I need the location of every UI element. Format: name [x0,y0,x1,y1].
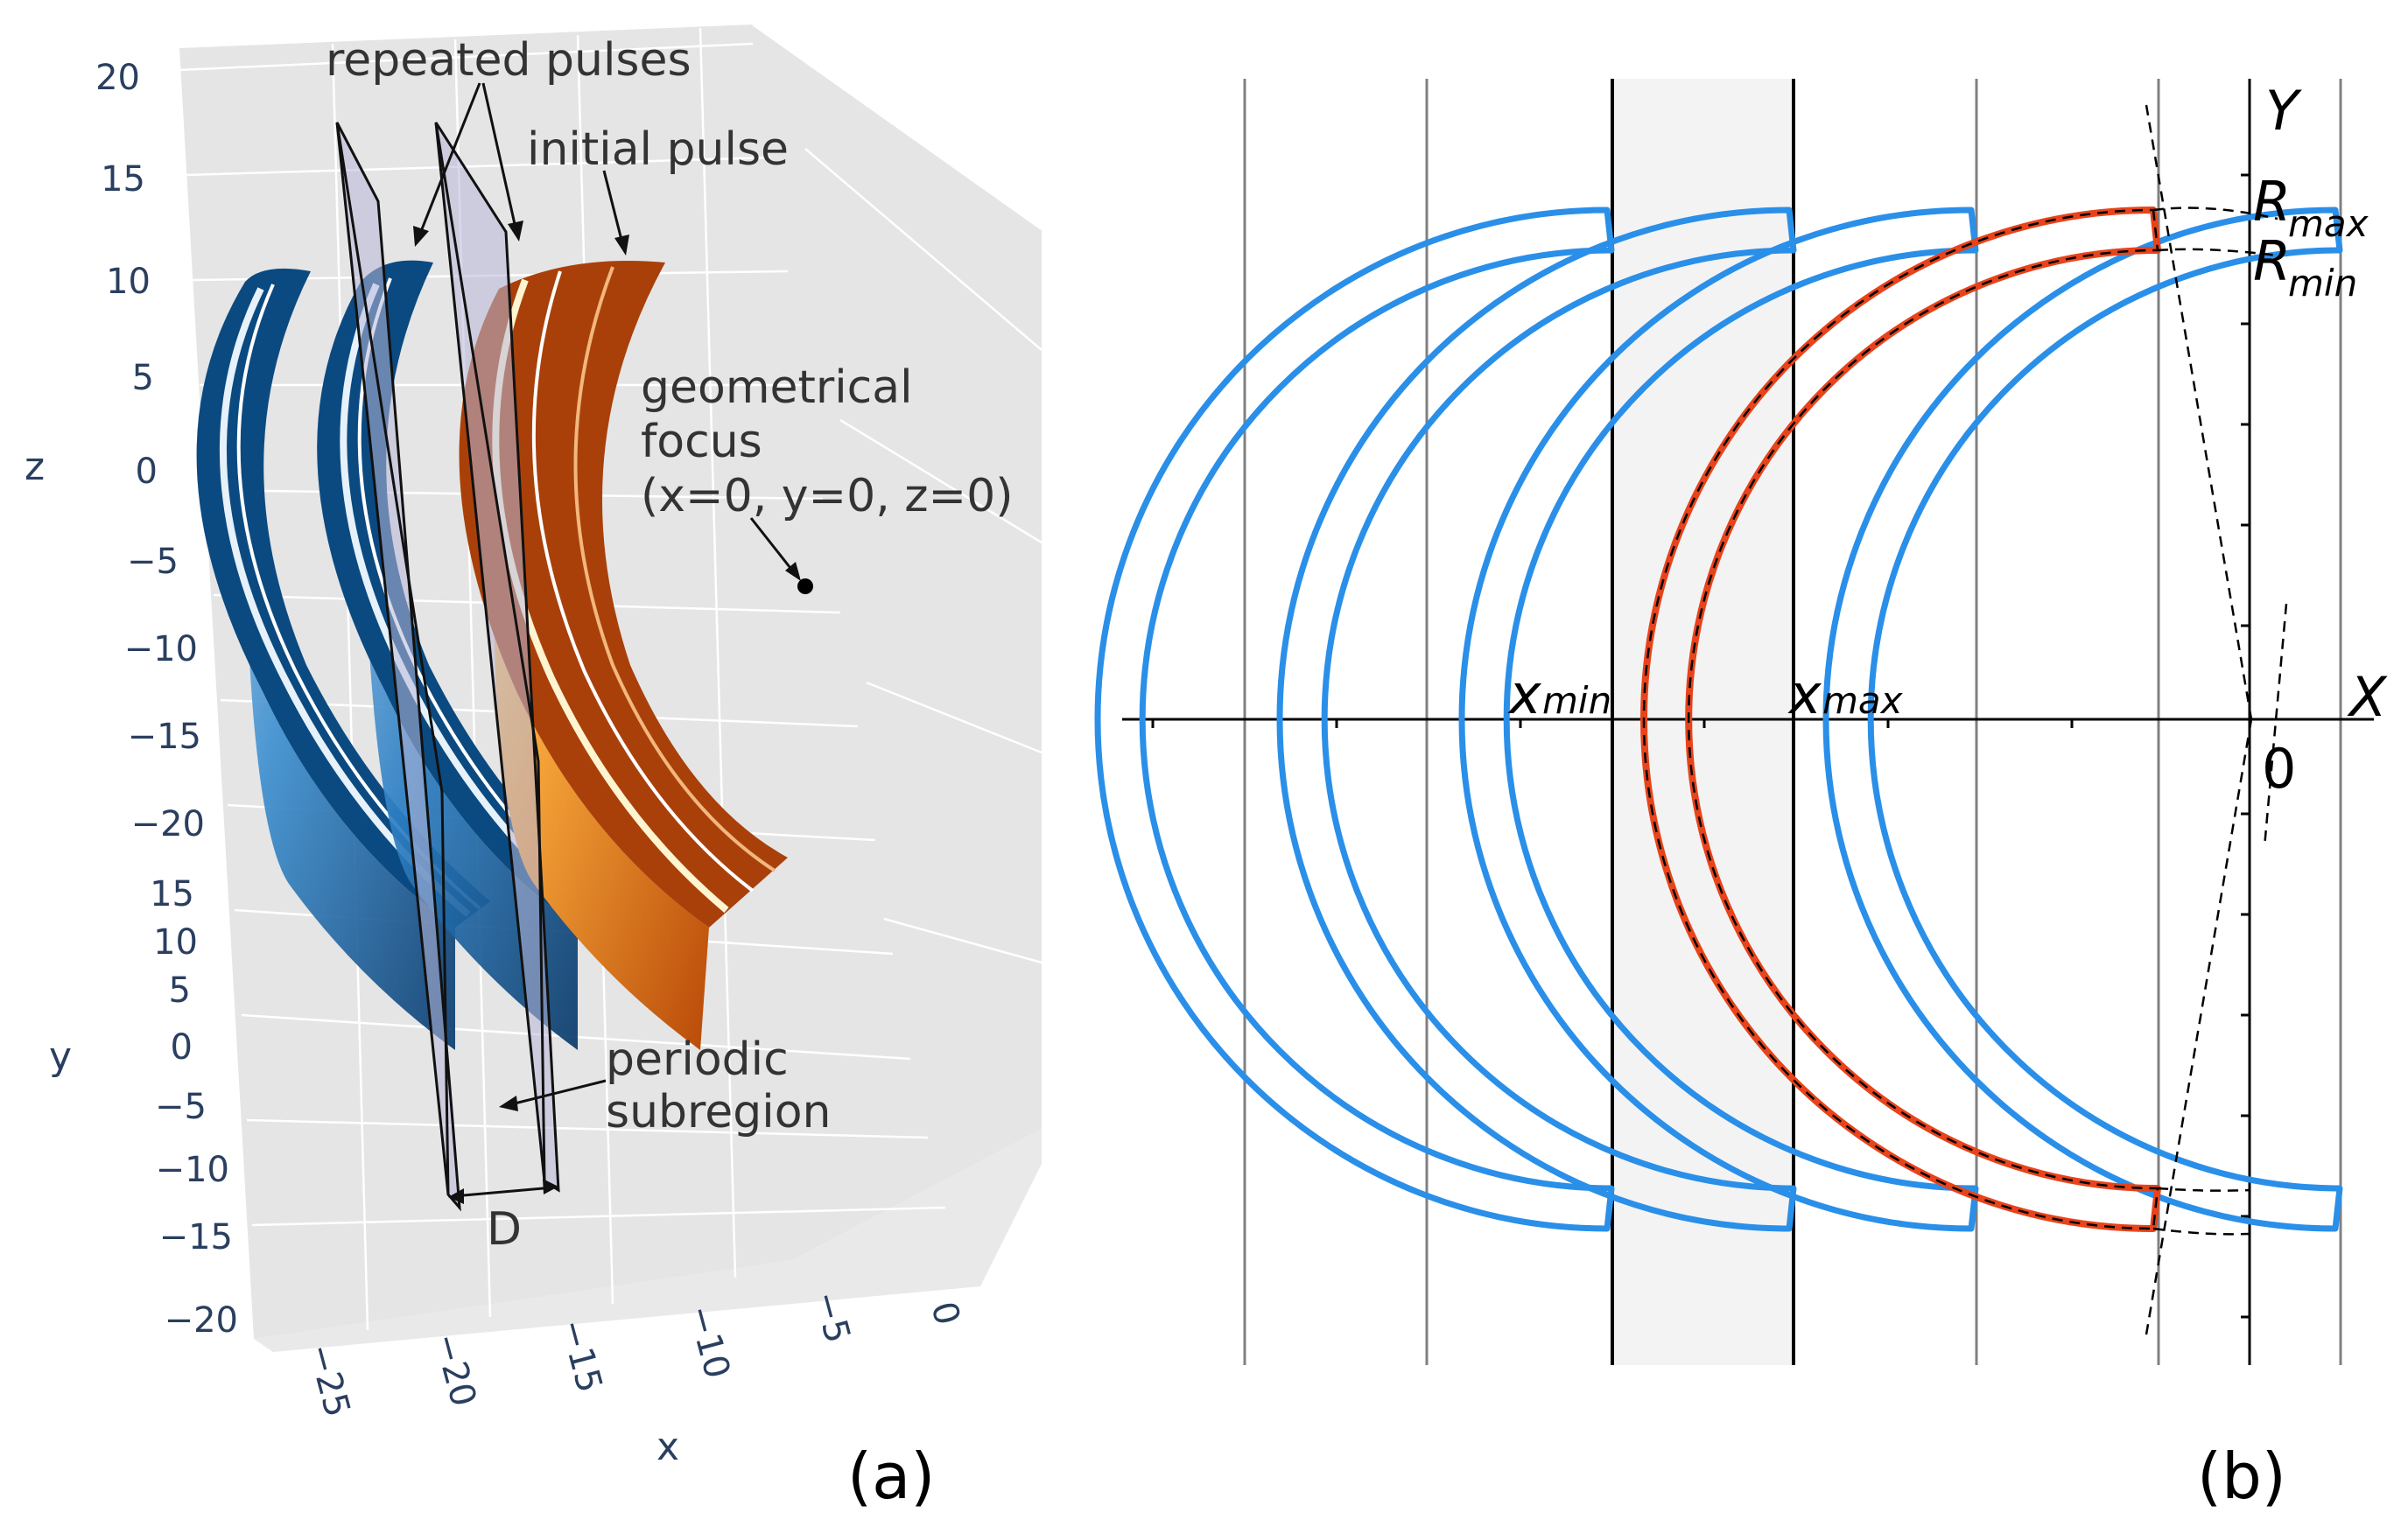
xmin-label-base: x [1507,662,1542,726]
axis-x-label: X [2347,665,2388,729]
initial-pulse-dashed [1642,208,2159,1230]
arrow-periodic [507,1079,607,1107]
periodic-label-line2: subregion [606,1086,832,1138]
repeated-pulse-outline [1094,207,2343,1232]
repeated-pulse-outline-2 [1276,207,1797,1232]
x-tick: −20 [425,1329,483,1411]
z-tick: −5 [127,542,179,582]
panel-b: x min x max R max R min X Y 0 (b) [1094,79,2388,1513]
z-axis-name: z [25,445,45,489]
x-tick: −15 [551,1315,609,1397]
xmin-label: x min [1507,662,1611,726]
head-repeated-1 [413,226,429,247]
z-axis: 20 15 10 5 0 −5 −10 −15 −20 z [25,58,205,844]
ray-upper [2145,104,2253,720]
x-tick: −10 [679,1301,737,1383]
z-tick: 5 [132,358,154,398]
rmin-arc-bottom [2157,1187,2250,1192]
x-tick: 0 [923,1298,967,1329]
y-tick: 10 [153,922,198,963]
focus-point [797,578,813,594]
annotation-arrow-heads [413,221,801,1111]
focus-label-line1: geometrical [641,361,913,414]
xmin-label-sub: min [1542,679,1611,722]
initial-pulse-label: initial pulse [527,123,789,176]
rmin-label-base: R [2253,229,2291,293]
head-initial [614,235,629,256]
xmax-label: x max [1787,662,1904,726]
z-tick: 0 [136,452,158,492]
ray-short [2263,603,2288,848]
period-arrow [453,1186,554,1198]
y-tick: −20 [165,1300,238,1341]
y-tick: 5 [169,970,191,1011]
rmin-label: R min [2253,229,2357,305]
x-axis-name: x [656,1425,679,1469]
origin-label: 0 [2262,737,2296,801]
z-tick: 10 [106,262,151,302]
rmax-label-sub: max [2288,202,2369,245]
period-arrow-head-right [543,1179,558,1194]
repeated-pulse-outline-3 [1458,207,1979,1232]
repeated-pulse-outline-1 [1094,207,1615,1232]
periodic-label-line1: periodic [606,1033,789,1086]
rmin-arc-top [2157,248,2278,257]
period-arrow-head-left [448,1188,464,1204]
y-axis: 15 10 5 0 −5 −10 −15 −20 y [49,874,238,1341]
z-tick: 15 [101,159,145,200]
arrow-repeated-1 [417,82,481,239]
xmax-label-sub: max [1822,679,1904,722]
z-tick: −10 [124,629,198,669]
arrow-focus [749,517,798,577]
rmin-label-sub: min [2288,262,2357,305]
plane-left-edge [335,122,450,1195]
y-tick: −10 [156,1150,229,1190]
plane-right-edge [434,122,546,1182]
repeated-pulse-outline-5 [1822,207,2343,1232]
z-tick: 20 [95,58,140,98]
z-tick: −15 [128,717,201,757]
ray-lower [2145,718,2253,1335]
rmax-arc-bottom [2152,1227,2250,1236]
axis-y-label: Y [2265,79,2302,143]
periodic-subregion [335,122,560,1212]
focus-label-line3: (x=0, y=0, z=0) [641,470,1014,522]
arrow-initial [602,170,625,248]
rmax-arc-top [2152,207,2278,221]
x-tick: −25 [299,1340,357,1421]
panel-a: repeated pulses initial pulse geometrica… [25,23,1043,1513]
head-periodic [499,1096,518,1111]
plane-right [434,122,560,1193]
y-axis-ticks [2241,173,2250,1319]
floor-wall [254,1129,1042,1352]
panel-a-label: (a) [847,1439,935,1513]
panel-b-label: (b) [2197,1439,2286,1513]
focus-label-line2: focus [641,416,762,468]
x-axis: −25 −20 −15 −10 −5 0 x [299,1287,967,1469]
y-tick: −15 [159,1217,233,1257]
head-focus [785,562,801,581]
y-tick: 15 [150,874,194,914]
xmax-label-base: x [1787,662,1822,726]
y-tick: −5 [155,1087,207,1127]
construction-lines [2145,104,2288,1335]
z-tick: −20 [131,804,205,844]
rmax-label-base: R [2253,170,2291,234]
period-label: D [487,1203,522,1256]
rmax-label: R max [2253,170,2369,245]
x-axis-ticks [1151,719,2074,728]
plane-left [335,122,461,1212]
arrow-repeated-2 [481,82,518,233]
repeated-pulses-label: repeated pulses [326,34,692,87]
y-tick: 0 [171,1027,193,1068]
y-axis-name: y [49,1034,72,1079]
annotation-arrows [417,82,798,1107]
head-repeated-2 [508,221,523,242]
